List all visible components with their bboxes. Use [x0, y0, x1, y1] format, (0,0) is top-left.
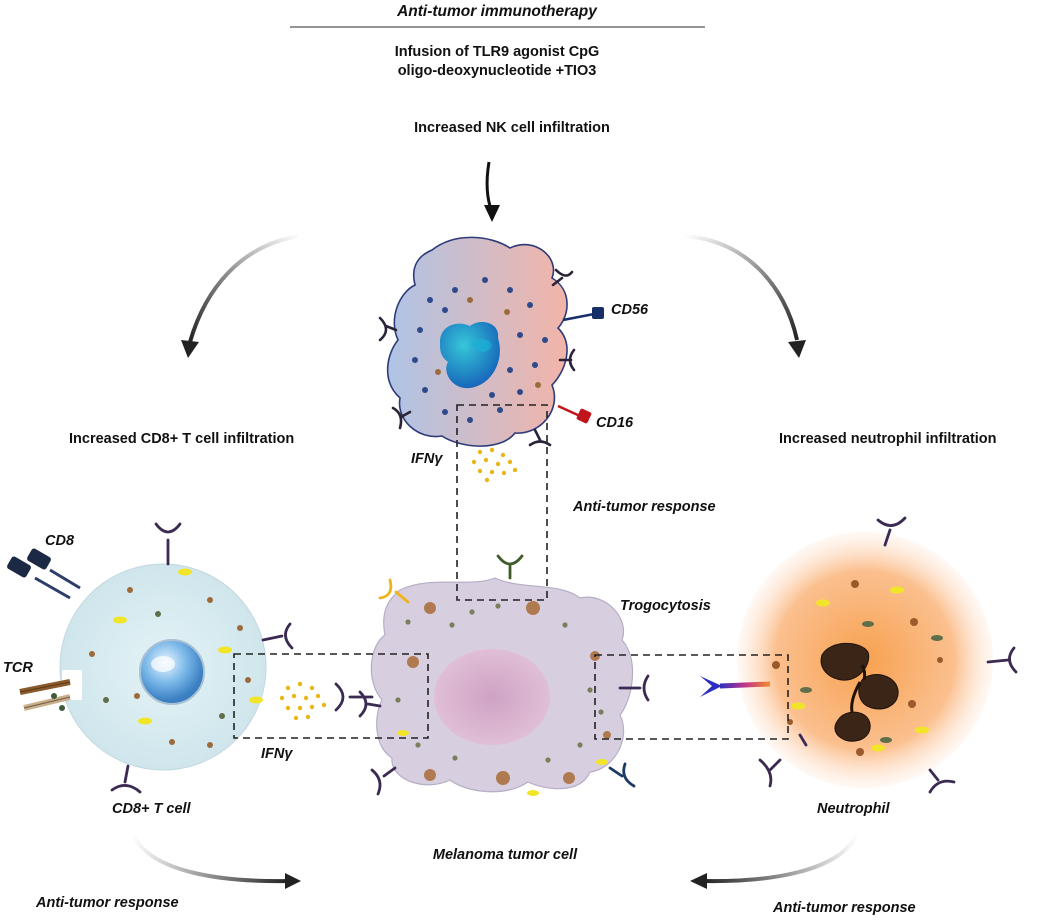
- nk-tumor-box: [456, 404, 548, 601]
- arc-arrow-to-neutrophil: [683, 234, 806, 358]
- arc-arrow-to-tcell: [181, 234, 301, 358]
- tumor-nucleus: [434, 649, 550, 745]
- neutrophil-infiltration-label: Increased neutrophil infiltration: [779, 431, 997, 447]
- ifng-nk-label: IFNγ: [411, 451, 443, 467]
- cd8-label: CD8: [45, 533, 75, 549]
- trogocytosis-label: Trogocytosis: [620, 598, 711, 614]
- arc-arrow-neutrophil-response: [690, 832, 860, 889]
- neutrophil-granules-yellow: [791, 586, 929, 752]
- ifng-cytokines-t: [279, 681, 327, 721]
- cd8-infiltration-label: Increased CD8+ T cell infiltration: [69, 431, 295, 447]
- tumor-granules-yellow: [397, 730, 608, 796]
- tcr-receptor: [19, 670, 82, 711]
- interaction-boxes: [233, 404, 789, 740]
- neutrophil-granules-green: [800, 621, 943, 743]
- bottom-right-response: Anti-tumor response: [773, 900, 916, 916]
- neutrophil-label: Neutrophil: [817, 801, 890, 817]
- neutrophil-receptors: [758, 516, 1018, 794]
- t-tumor-receptor: [334, 682, 374, 712]
- t-cell-nucleus: [139, 639, 205, 705]
- t-receptors: [110, 522, 294, 794]
- tumor-granules-brown: [407, 601, 611, 785]
- neutrophil: [700, 516, 1018, 794]
- nk-infiltration-label: Increased NK cell infiltration: [414, 120, 610, 136]
- nk-cell: [378, 236, 604, 447]
- t-granules-brown: [89, 587, 251, 748]
- bottom-left-response: Anti-tumor response: [36, 895, 179, 911]
- tcr-label: TCR: [3, 660, 33, 676]
- cd56-receptor: [562, 307, 604, 322]
- nk-granules-brown: [435, 297, 541, 388]
- nk-nucleus: [440, 322, 500, 389]
- diagram-title: Anti-tumor immunotherapy: [397, 3, 597, 20]
- tumor-cell: [358, 554, 650, 796]
- cd8-receptor: [7, 548, 81, 600]
- arc-arrow-tcell-response: [130, 832, 301, 889]
- neutrophil-nucleus: [820, 642, 899, 742]
- ifng-t-label: IFNγ: [261, 746, 293, 762]
- nk-granules: [412, 277, 548, 423]
- trogocytosis-molecule: [700, 676, 771, 697]
- t-cell-label: CD8+ T cell: [112, 801, 191, 817]
- tumor-label: Melanoma tumor cell: [432, 847, 578, 863]
- nk-receptors: [378, 268, 576, 447]
- neutrophil-tumor-box: [594, 654, 789, 740]
- t-tumor-box: [233, 653, 429, 739]
- nk-response-label: Anti-tumor response: [573, 499, 716, 515]
- t-granules-yellow: [113, 568, 263, 725]
- t-granules-green: [103, 611, 225, 719]
- cd56-label: CD56: [611, 302, 649, 318]
- down-arrow: [484, 161, 500, 222]
- treatment-line2: oligo-deoxynucleotide +TIO3: [397, 63, 597, 79]
- cd16-receptor: [557, 404, 592, 424]
- ifng-cytokines-nk: [471, 447, 518, 483]
- tumor-granules-green: [395, 603, 604, 763]
- treatment-line1: Infusion of TLR9 agonist CpG: [394, 44, 600, 60]
- tumor-receptors: [358, 554, 650, 796]
- t-cell: [7, 522, 294, 794]
- cd16-label: CD16: [596, 415, 634, 431]
